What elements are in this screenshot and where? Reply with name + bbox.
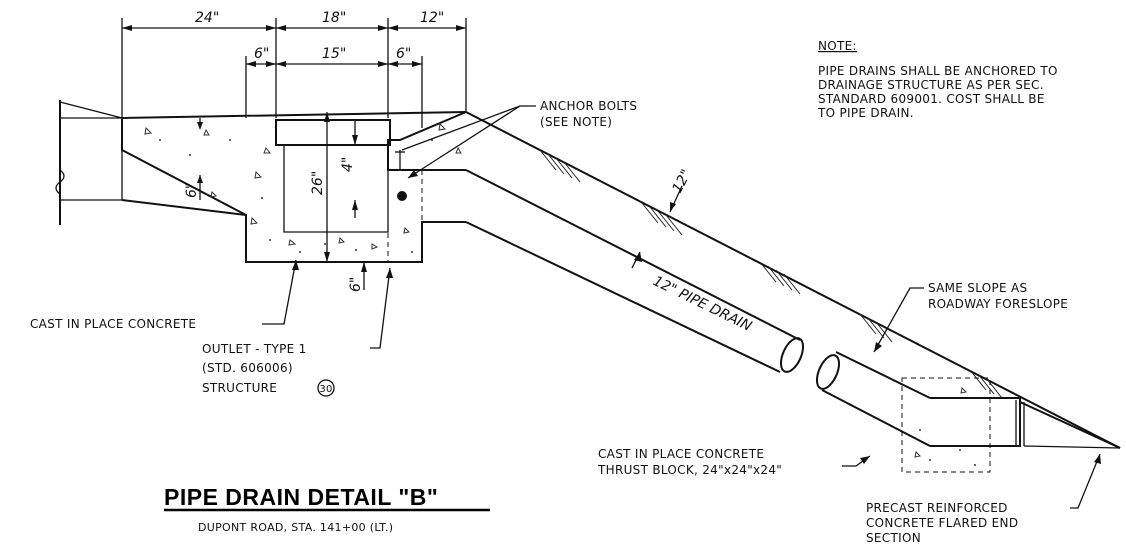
note-line-1: PIPE DRAINS SHALL BE ANCHORED TO — [818, 64, 1058, 78]
same-slope-label-2: ROADWAY FORESLOPE — [928, 297, 1068, 311]
anchor-bolts-callout — [401, 105, 536, 179]
structure-number-circle — [317, 379, 335, 397]
thrust-block-label-2: THRUST BLOCK, 24"x24"x24" — [597, 463, 782, 477]
note-line-2: DRAINAGE STRUCTURE AS PER SEC. — [818, 78, 1044, 92]
drawing-title: PIPE DRAIN DETAIL "B" — [164, 484, 438, 510]
precast-label-2: CONCRETE FLARED END — [866, 516, 1018, 530]
structure-number: 30 — [319, 384, 332, 395]
note-heading: NOTE: — [818, 39, 857, 53]
dim-24: 24" — [195, 10, 219, 26]
precast-label-1: PRECAST REINFORCED — [866, 501, 1008, 515]
dim-4: 4" — [340, 157, 356, 172]
concrete-outlet-structure — [121, 111, 467, 290]
dim-6-right: 6" — [396, 46, 411, 62]
thrust-block-label-1: CAST IN PLACE CONCRETE — [598, 447, 764, 461]
outlet-label-2: (STD. 606006) — [202, 361, 293, 375]
drawing-subtitle: DUPONT ROAD, STA. 141+00 (LT.) — [198, 521, 393, 534]
note-line-4: TO PIPE DRAIN. — [817, 106, 914, 120]
precast-label-3: SECTION — [866, 531, 921, 545]
same-slope-label-1: SAME SLOPE AS — [928, 281, 1027, 295]
dim-6-left: 6" — [254, 46, 269, 62]
dim-12: 12" — [420, 10, 444, 26]
dim-6-bottom: 6" — [348, 277, 364, 292]
note-line-3: STANDARD 609001. COST SHALL BE — [818, 92, 1045, 106]
dim-6-slab: 6" — [184, 183, 200, 198]
slope-ground — [465, 111, 1121, 449]
top-dimensions: 24" 18" 12" 6" 15" 6" — [121, 10, 467, 128]
cast-in-place-label: CAST IN PLACE CONCRETE — [30, 317, 196, 331]
dim-15: 15" — [322, 46, 346, 62]
outlet-label-1: OUTLET - TYPE 1 — [202, 342, 307, 356]
dim-26: 26" — [310, 171, 326, 195]
pipe-drain — [465, 169, 931, 447]
anchor-bolts-label-1: ANCHOR BOLTS — [540, 99, 637, 113]
dim-12-slope: 12" — [669, 167, 695, 196]
outlet-label-3: STRUCTURE — [202, 381, 277, 395]
dim-18: 18" — [322, 10, 346, 26]
thrust-block — [901, 377, 1121, 473]
existing-wall — [55, 100, 123, 225]
pipe-drain-label: 12" PIPE DRAIN — [650, 273, 754, 335]
anchor-bolts-label-2: (SEE NOTE) — [540, 115, 612, 129]
callout-leaders — [262, 259, 1101, 509]
